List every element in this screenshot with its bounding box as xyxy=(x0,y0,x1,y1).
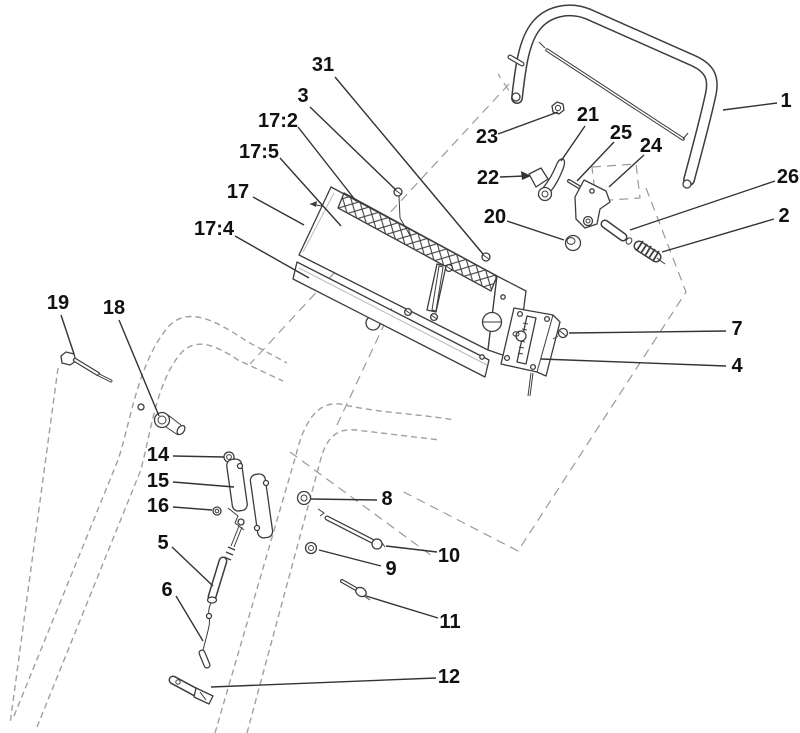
lever-12 xyxy=(168,675,214,705)
leader-line-16 xyxy=(172,506,213,511)
callout-label-25: 25 xyxy=(610,122,632,144)
spring-2 xyxy=(633,240,666,265)
leader-line-31 xyxy=(334,76,484,255)
lever-hub xyxy=(537,186,553,202)
callout-label-21: 21 xyxy=(577,104,599,126)
bail-rod xyxy=(538,41,689,141)
callout-label-1: 1 xyxy=(780,90,791,112)
callout-label-24: 24 xyxy=(640,135,663,157)
leader-line-10 xyxy=(385,545,438,553)
nut-8 xyxy=(296,490,312,506)
leader-line-22 xyxy=(499,175,525,178)
leader-line-26 xyxy=(629,180,776,231)
callout-label-6: 6 xyxy=(161,579,172,601)
leader-line-8 xyxy=(310,498,378,501)
callout-label-10: 10 xyxy=(438,545,460,567)
console-control-overlay xyxy=(337,192,498,292)
leader-line-5 xyxy=(171,546,214,587)
nut-small xyxy=(137,403,145,411)
screw-7 xyxy=(552,327,569,340)
panel-arrow-mark xyxy=(310,201,317,207)
leader-line-14 xyxy=(172,455,225,458)
leader-line-3 xyxy=(309,106,397,191)
handle-side-tubes xyxy=(9,315,456,733)
leader-line-17-2 xyxy=(297,126,357,202)
nut-9 xyxy=(304,541,318,555)
console-slot-inner xyxy=(431,265,444,312)
leader-line-4 xyxy=(540,358,727,367)
pin-25 xyxy=(567,179,581,189)
leader-line-1 xyxy=(722,102,778,111)
leader-line-17-4 xyxy=(234,235,310,279)
callout-label-11: 11 xyxy=(439,611,460,633)
right-fasteners xyxy=(296,490,386,601)
leader-line-20 xyxy=(506,220,565,241)
leader-line-19 xyxy=(60,314,75,355)
callout-label-9: 9 xyxy=(385,558,396,580)
callout-label-18: 18 xyxy=(103,297,125,319)
callout-label-19: 19 xyxy=(47,292,69,314)
leader-line-18 xyxy=(118,319,160,417)
callout-label-31: 31 xyxy=(312,54,334,76)
callout-label-26: 26 xyxy=(777,166,799,188)
callout-label-17: 17 xyxy=(227,181,249,203)
callout-label-17-2: 17:2 xyxy=(258,110,298,132)
latch-plate-22 xyxy=(528,167,549,188)
knob-20 xyxy=(564,234,582,252)
cable-end-6 xyxy=(198,649,211,669)
screw-11 xyxy=(340,579,371,601)
leader-line-6 xyxy=(175,595,204,642)
speed-control-mechanism xyxy=(528,101,666,265)
callout-label-2: 2 xyxy=(778,205,789,227)
callout-label-12: 12 xyxy=(438,666,460,688)
slider-plate-assembly xyxy=(500,307,569,397)
cable-assembly-5 xyxy=(202,518,245,651)
leader-line-2 xyxy=(661,218,775,253)
leader-arrowhead-22 xyxy=(521,171,531,180)
handle-mount-hole-left xyxy=(511,92,521,102)
callout-label-15: 15 xyxy=(147,470,169,492)
leader-line-7 xyxy=(568,330,727,334)
bolt-10 xyxy=(317,508,386,550)
callout-label-17-4: 17:4 xyxy=(194,218,235,240)
left-hardware xyxy=(60,351,274,705)
leader-line-9 xyxy=(318,549,382,567)
callout-label-17-5: 17:5 xyxy=(239,141,279,163)
upper-handle-bar xyxy=(507,4,718,189)
nut-16 xyxy=(212,506,222,516)
leader-line-24 xyxy=(608,154,645,188)
leader-line-15 xyxy=(172,481,235,488)
callout-label-5: 5 xyxy=(157,532,168,554)
plate-slot xyxy=(516,315,537,365)
leader-line-17 xyxy=(252,196,305,226)
callout-label-20: 20 xyxy=(484,206,506,228)
nut-23 xyxy=(551,101,565,115)
bushing-18 xyxy=(153,411,186,436)
leader-line-12 xyxy=(210,677,437,688)
rod-26 xyxy=(600,219,633,245)
callout-label-23: 23 xyxy=(476,126,498,148)
callout-label-4: 4 xyxy=(731,355,743,377)
callout-label-14: 14 xyxy=(147,444,170,466)
leader-line-25 xyxy=(576,141,615,182)
leader-line-11 xyxy=(365,595,439,619)
leader-line-21 xyxy=(560,125,586,162)
callout-label-16: 16 xyxy=(147,495,169,517)
bracket-24 xyxy=(574,179,611,229)
callout-label-22: 22 xyxy=(477,167,499,189)
handle-mount-hole-right xyxy=(682,179,692,189)
bolt-19 xyxy=(60,351,113,383)
callout-layer: 1234567891011121415161717:217:417:518192… xyxy=(47,54,799,688)
bracket-15 xyxy=(226,458,274,539)
callout-label-8: 8 xyxy=(381,488,392,510)
console-lower-cover xyxy=(292,261,490,378)
leader-line-17-5 xyxy=(279,157,342,227)
leader-line-23 xyxy=(497,111,559,135)
callout-label-3: 3 xyxy=(297,85,308,107)
callout-label-7: 7 xyxy=(731,318,742,340)
console-screws xyxy=(365,187,491,331)
